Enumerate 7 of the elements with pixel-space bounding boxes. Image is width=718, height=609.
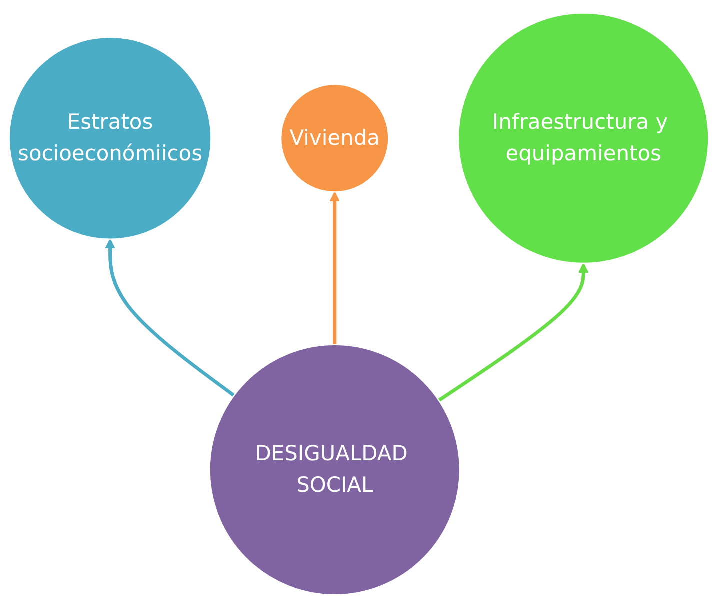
arrow — [105, 239, 236, 398]
node-circle: Vivienda — [280, 84, 390, 194]
node-circle: Estratos socioeconómiicos — [8, 37, 212, 240]
arrow — [438, 263, 589, 402]
arrow — [330, 192, 340, 346]
node-circle: Infraestructura y equipamientos — [458, 13, 710, 264]
node-circle: DESIGUALDAD SOCIAL — [209, 344, 461, 596]
